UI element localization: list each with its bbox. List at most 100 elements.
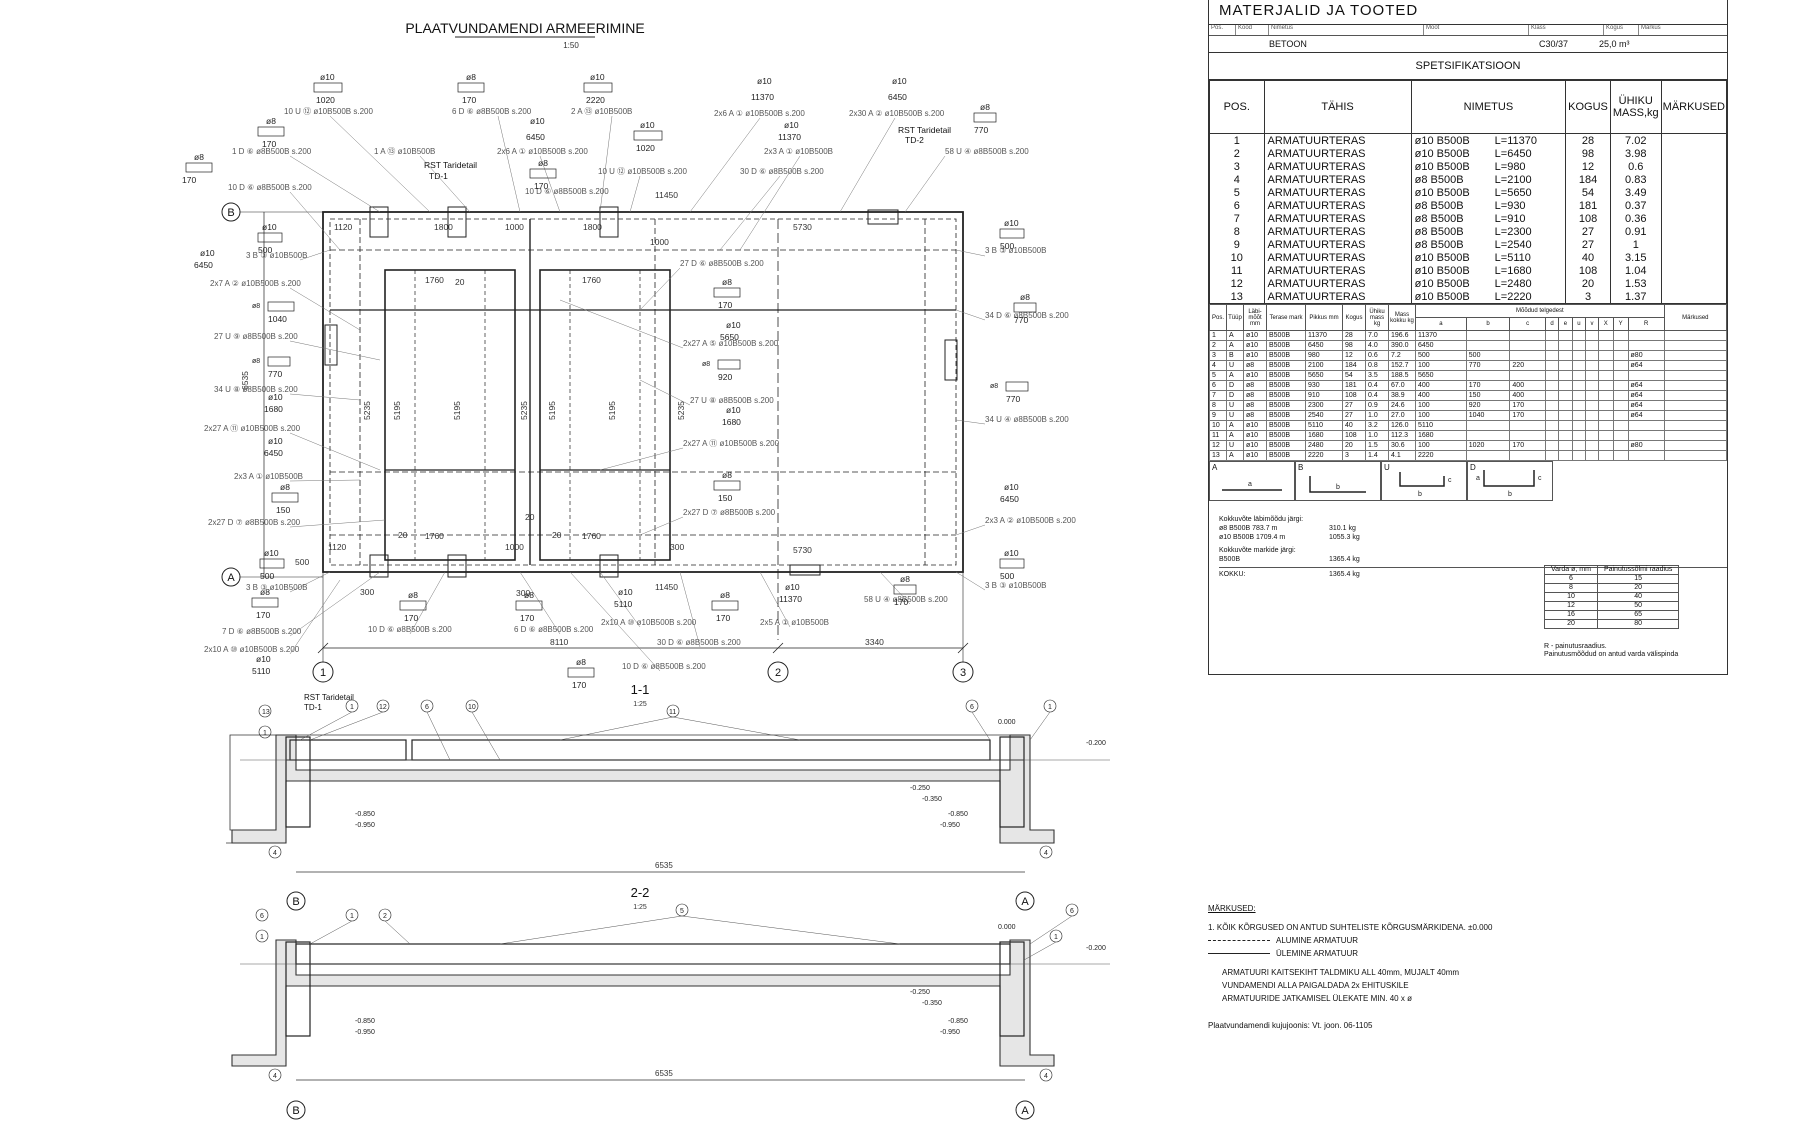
bend-cell <box>1509 340 1546 351</box>
position-mark: 1 <box>350 913 354 920</box>
spec-cell <box>1660 212 1728 225</box>
bend-cell <box>1571 440 1587 451</box>
position-mark: 6 <box>260 913 264 920</box>
bar-diameter: ø8 <box>466 72 476 82</box>
rebar-label: 10 D ⑥ ø8B500B s.200 <box>228 183 312 192</box>
bend-cell <box>1612 430 1629 441</box>
bar-length: 500 <box>258 245 272 255</box>
bend-cell <box>1509 370 1546 381</box>
spec-cell-length: L=1680 <box>1494 264 1532 277</box>
bend-cell <box>1663 440 1728 451</box>
bar-diameter: ø8 <box>194 152 204 162</box>
bend-cell <box>1627 370 1665 381</box>
spec-table: POS. TÄHIS NIMETUS KOGUS ÜHIKU MASS,kg M… <box>1209 80 1728 304</box>
position-mark: 1 <box>350 704 354 711</box>
bend-cell <box>1612 440 1629 451</box>
bar-length: 6450 <box>1000 494 1019 504</box>
radius-cell: 40 <box>1596 592 1680 602</box>
bend-cell: 100 <box>1415 440 1467 451</box>
bend-cell: D <box>1226 390 1244 401</box>
bend-cell <box>1597 350 1614 361</box>
bend-cell <box>1509 430 1546 441</box>
bend-cell <box>1585 330 1599 341</box>
bend-cell: A <box>1226 430 1244 441</box>
bar-length: 150 <box>718 493 732 503</box>
bend-cell <box>1558 390 1573 401</box>
bend-cell <box>1571 400 1587 411</box>
position-mark: 5 <box>680 908 684 915</box>
spec-cell: 12 <box>1565 160 1611 173</box>
bend-cell: 98 <box>1342 340 1366 351</box>
bend-cell: 181 <box>1342 380 1366 391</box>
rebar-label: 2x6 A ① ø10B500B s.200 <box>497 147 588 156</box>
level-mark: -0.950 <box>355 1029 375 1036</box>
position-mark: 6 <box>425 704 429 711</box>
spec-cell: ARMATUURTERAS <box>1263 264 1412 277</box>
bend-cell <box>1465 420 1511 431</box>
slab-outline <box>322 211 964 573</box>
spec-cell: 8 <box>1209 225 1265 238</box>
spec-header: NIMETUS <box>1410 80 1567 134</box>
bend-subheader: a <box>1415 317 1467 331</box>
bend-cell: 40 <box>1342 420 1366 431</box>
bar-diameter: ø10 <box>320 72 335 82</box>
dim-5195: 5195 <box>607 401 617 420</box>
spec-cell <box>1660 147 1728 160</box>
bend-cell <box>1465 330 1511 341</box>
section-dim: 6535 <box>655 1069 673 1078</box>
position-mark: 1 <box>260 934 264 941</box>
spec-cell-name: ø10 B500B <box>1414 277 1470 290</box>
bend-cell: 3.5 <box>1365 370 1389 381</box>
radius-cell: 10 <box>1544 592 1598 602</box>
position-mark: 1 <box>1048 704 1052 711</box>
bend-cell <box>1585 410 1599 421</box>
bend-cell: 108 <box>1342 390 1366 401</box>
spec-cell-name: ø10 B500B <box>1414 186 1470 199</box>
col-qty: Kogus <box>1604 25 1639 35</box>
spec-cell-length: L=2100 <box>1494 173 1532 186</box>
bend-header: Pikkus mm <box>1305 304 1343 331</box>
bend-cell <box>1663 390 1728 401</box>
bend-cell <box>1627 340 1665 351</box>
bend-cell <box>1627 430 1665 441</box>
bar-length: 170 <box>572 680 586 690</box>
bend-cell: B <box>1226 350 1244 361</box>
bar-diameter: ø8 <box>1020 292 1030 302</box>
bend-cell <box>1558 430 1573 441</box>
bend-cell: 11370 <box>1415 330 1467 341</box>
rebar-label: 10 U ⑫ ø10B500B s.200 <box>284 107 373 116</box>
level-mark: -0.850 <box>355 1018 375 1025</box>
bend-cell: 100 <box>1415 400 1467 411</box>
section-title: 2-2 <box>631 885 650 900</box>
bend-cell: A <box>1226 340 1244 351</box>
level-mark: -0.850 <box>355 811 375 818</box>
col-size: Mõõt <box>1424 25 1529 35</box>
spec-cell: 108 <box>1565 264 1611 277</box>
bend-cell: 910 <box>1305 390 1343 401</box>
dim-11450: 11450 <box>655 582 678 592</box>
bend-cell <box>1544 380 1560 391</box>
slab-inner-outline <box>329 218 957 566</box>
rebar-label: 2x7 A ② ø10B500B s.200 <box>210 279 301 288</box>
bend-subheader: u <box>1571 317 1587 331</box>
rebar-label: 10 D ⑥ ø8B500B s.200 <box>622 662 706 671</box>
panel-title: MATERJALID JA TOOTED <box>1209 0 1727 25</box>
bend-cell <box>1509 420 1546 431</box>
level-mark: -0.200 <box>1086 740 1106 747</box>
section-axis-a: A <box>1021 896 1029 908</box>
bend-cell <box>1571 360 1587 371</box>
bend-cell: 112.3 <box>1388 430 1416 441</box>
bend-cell <box>1597 450 1614 461</box>
bend-cell: 0.6 <box>1365 350 1389 361</box>
rebar-label: 2x10 A ⑩ ø10B500B s.200 <box>601 618 697 627</box>
radius-notes: R - painutusraadius. Painutusmõõdud on a… <box>1544 643 1678 659</box>
position-mark: 2 <box>383 913 387 920</box>
rebar-label: 3 B ③ ø10B500B <box>246 583 307 592</box>
bend-cell: 1 <box>1209 330 1227 341</box>
spec-cell: ARMATUURTERAS <box>1263 173 1412 186</box>
